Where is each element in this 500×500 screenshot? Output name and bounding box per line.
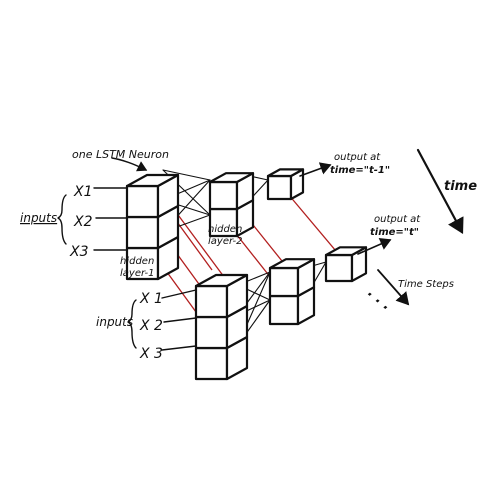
input-connections-t (161, 289, 197, 351)
output-cell-t (324, 246, 368, 283)
time-arrow (416, 148, 464, 234)
output-t-minus-1-line1: output at (334, 152, 381, 163)
inputs-label-lower: inputs (96, 315, 133, 329)
neuron-pointer-arrow (111, 157, 148, 172)
inputs-brace-upper (57, 194, 67, 245)
output-arrow-t-minus-1 (299, 162, 332, 177)
hidden-layer-1-label-line1: hidden (120, 256, 154, 267)
inputs-brace-lower (127, 299, 137, 349)
input-x1-upper: X1 (73, 184, 93, 200)
cube-top-face (268, 258, 316, 270)
cube-top-face (125, 173, 180, 188)
output-arrow-t (357, 237, 392, 255)
input-x2-lower: X 2 (139, 318, 163, 334)
input-x1-lower: X 1 (139, 291, 163, 307)
time-steps-arrow (377, 269, 410, 306)
cube-front-face (125, 184, 160, 219)
output-t-line2: time="t" (370, 227, 419, 238)
neuron-label: one LSTM Neuron (72, 148, 169, 161)
cube-front-face (324, 253, 354, 283)
cube-front-face (194, 284, 229, 319)
input-x3-lower: X 3 (139, 346, 163, 362)
output-t-minus-1-line2: time="t-1" (330, 165, 390, 176)
inputs-label-upper: inputs (20, 211, 57, 225)
cube-top-face (194, 273, 249, 288)
output-cell-t-minus-1 (266, 168, 305, 201)
cube-top-face (324, 246, 368, 257)
hidden-layer-2-t (268, 258, 316, 326)
time-steps-label: Time Steps (398, 279, 454, 290)
input-x3-upper: X3 (69, 244, 89, 260)
time-label: time (444, 179, 477, 194)
output-arrows (299, 162, 392, 255)
hidden-layer-1-t-minus-1 (125, 173, 180, 281)
cube-front-face (268, 266, 300, 298)
input-connections-t-minus-1 (93, 187, 128, 251)
hidden-layer-1-label-line2: layer-1 (120, 268, 155, 279)
cube-top-face (266, 168, 305, 178)
hidden-layer-1-t (194, 273, 249, 381)
cube-front-face (194, 315, 229, 350)
hidden-layer-2-label-line1: hidden (208, 224, 242, 235)
cube-front-face (125, 215, 160, 250)
cube-front-face (208, 180, 239, 211)
cube-top-face (208, 172, 255, 184)
time-steps-ellipsis: . . . (365, 285, 395, 314)
cube-front-face (268, 294, 300, 326)
input-x2-upper: X2 (73, 214, 93, 230)
cube-front-face (194, 346, 229, 381)
cube-front-face (266, 174, 293, 201)
hidden-layer-2-label-line2: layer-2 (208, 236, 243, 247)
hidden-layer-2-t-minus-1 (208, 172, 255, 238)
output-t-line1: output at (374, 214, 421, 225)
